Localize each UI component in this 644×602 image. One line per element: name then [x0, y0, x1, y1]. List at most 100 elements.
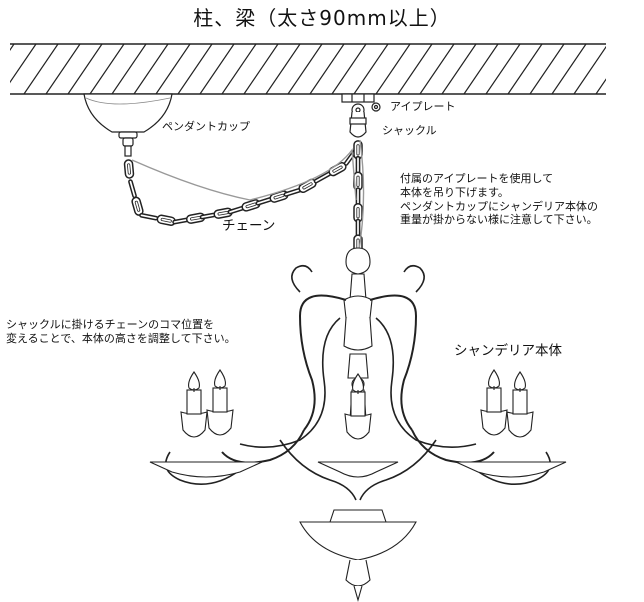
hatch-line: [221, 44, 257, 94]
candle-cup: [344, 413, 372, 440]
arm-right-low: [359, 439, 437, 501]
hatch-line: [353, 44, 389, 94]
finial: [345, 559, 371, 587]
hatch-line: [397, 44, 433, 94]
candle-right-2: [506, 371, 534, 438]
chain-link: [123, 159, 135, 179]
arm-left: [221, 429, 305, 464]
candle-right-1: [480, 369, 508, 436]
candle-center: [344, 373, 372, 440]
chain-drop-section: [353, 140, 363, 254]
hatch-line: [419, 44, 455, 94]
candle-sleeve: [350, 391, 366, 417]
hatch-line: [507, 44, 543, 94]
hatch-line: [551, 44, 587, 94]
scroll-left-inner: [239, 317, 341, 448]
finial-tip: [353, 585, 363, 602]
hatch-line: [10, 44, 15, 51]
safety-cord: [131, 148, 357, 201]
candle-sleeve: [212, 387, 228, 413]
hatch-line: [155, 44, 191, 94]
lower-stem: [347, 353, 369, 379]
hatch-line: [45, 44, 81, 94]
hatch-line: [595, 78, 606, 94]
hatch-line: [618, 44, 644, 94]
hatch-line: [375, 44, 411, 94]
chain-link: [128, 179, 137, 199]
hatch-line: [573, 45, 606, 94]
chain-link: [213, 207, 233, 219]
candle-cup: [180, 411, 208, 438]
candle-cup: [506, 411, 534, 438]
label-chandelier-body: シャンデリア本体: [454, 343, 562, 359]
candle-sleeve: [486, 387, 502, 413]
label-shackle: シャックル: [382, 124, 437, 137]
note-shackle-line: シャックルに掛けるチェーンのコマ位置を: [6, 318, 215, 331]
candle-sleeve: [512, 389, 528, 415]
hatch-line: [133, 44, 169, 94]
hatch-line: [199, 44, 235, 94]
note-eye-plate-line: 付属のアイプレートを使用して: [400, 172, 554, 185]
chain-slack-section: [123, 149, 358, 226]
candle-cup: [206, 409, 234, 436]
top-loop: [345, 247, 371, 275]
candle-flame: [488, 369, 500, 389]
drip-pan-right: [455, 461, 567, 478]
ceiling-beam: [10, 43, 644, 95]
label-pendant-cup: ペンダントカップ: [162, 120, 250, 133]
drip-pan-center: [317, 461, 399, 478]
hatch-line: [243, 44, 279, 94]
arm-left-low: [279, 439, 357, 501]
chain-link: [131, 196, 144, 216]
candle-flame: [214, 369, 226, 389]
note-eye-plate-line: ペンダントカップにシャンデリア本体の: [400, 199, 598, 213]
hatch-line: [177, 44, 213, 94]
chandelier-illustration: [149, 247, 567, 602]
label-chain: チェーン: [222, 218, 276, 234]
safety-cord-2: [357, 139, 365, 257]
hatch-line: [441, 44, 477, 94]
eye-plate-hardware: [341, 93, 381, 138]
note-shackle: シャックルに掛けるチェーンのコマ位置を 変えることで、本体の高さを調整して下さい…: [6, 318, 236, 346]
lower-bowl: [299, 521, 417, 561]
scroll-right-curl: [403, 264, 425, 293]
drip-pan-left: [149, 461, 263, 478]
scroll-left-outer: [298, 294, 347, 431]
hatch-line: [331, 44, 367, 94]
hatch-line: [265, 44, 301, 94]
page-title: 柱、梁（太さ90mm以上）: [193, 6, 451, 30]
hatch-line: [309, 44, 345, 94]
hatch-line: [111, 44, 147, 94]
note-eye-plate: 付属のアイプレートを使用して 本体を吊り下げます。 ペンダントカップにシャンデリ…: [400, 172, 598, 227]
note-eye-plate-line: 重量が掛からない様に注意して下さい。: [400, 213, 598, 227]
chain-link: [139, 212, 159, 221]
hatch-line: [89, 44, 125, 94]
lower-bowl-rim: [329, 509, 387, 523]
candle-sleeve: [186, 389, 202, 415]
candle-left-1: [180, 371, 208, 438]
hatch-line: [67, 44, 103, 94]
hatch-line: [10, 44, 37, 84]
scroll-left-curl: [291, 264, 313, 293]
arm-right: [411, 429, 495, 464]
candle-flame: [514, 371, 526, 391]
upper-urn: [343, 295, 373, 322]
label-eye-plate: アイプレート: [390, 100, 456, 113]
hatch-line: [529, 44, 565, 94]
middle-urn: [343, 317, 373, 351]
hatch-line: [287, 44, 323, 94]
note-shackle-line: 変えることで、本体の高さを調整して下さい。: [6, 331, 236, 345]
hatch-line: [23, 44, 59, 94]
scroll-right-outer: [369, 294, 418, 431]
pendant-cup: [83, 93, 173, 157]
hatch-line: [485, 44, 521, 94]
chain-link: [156, 214, 176, 226]
scroll-right-inner: [375, 317, 477, 448]
candle-left-2: [206, 369, 234, 436]
hatch-line: [463, 44, 499, 94]
candle-cup: [480, 409, 508, 436]
note-eye-plate-line: 本体を吊り下げます。: [400, 185, 509, 199]
candle-flame: [188, 371, 200, 391]
